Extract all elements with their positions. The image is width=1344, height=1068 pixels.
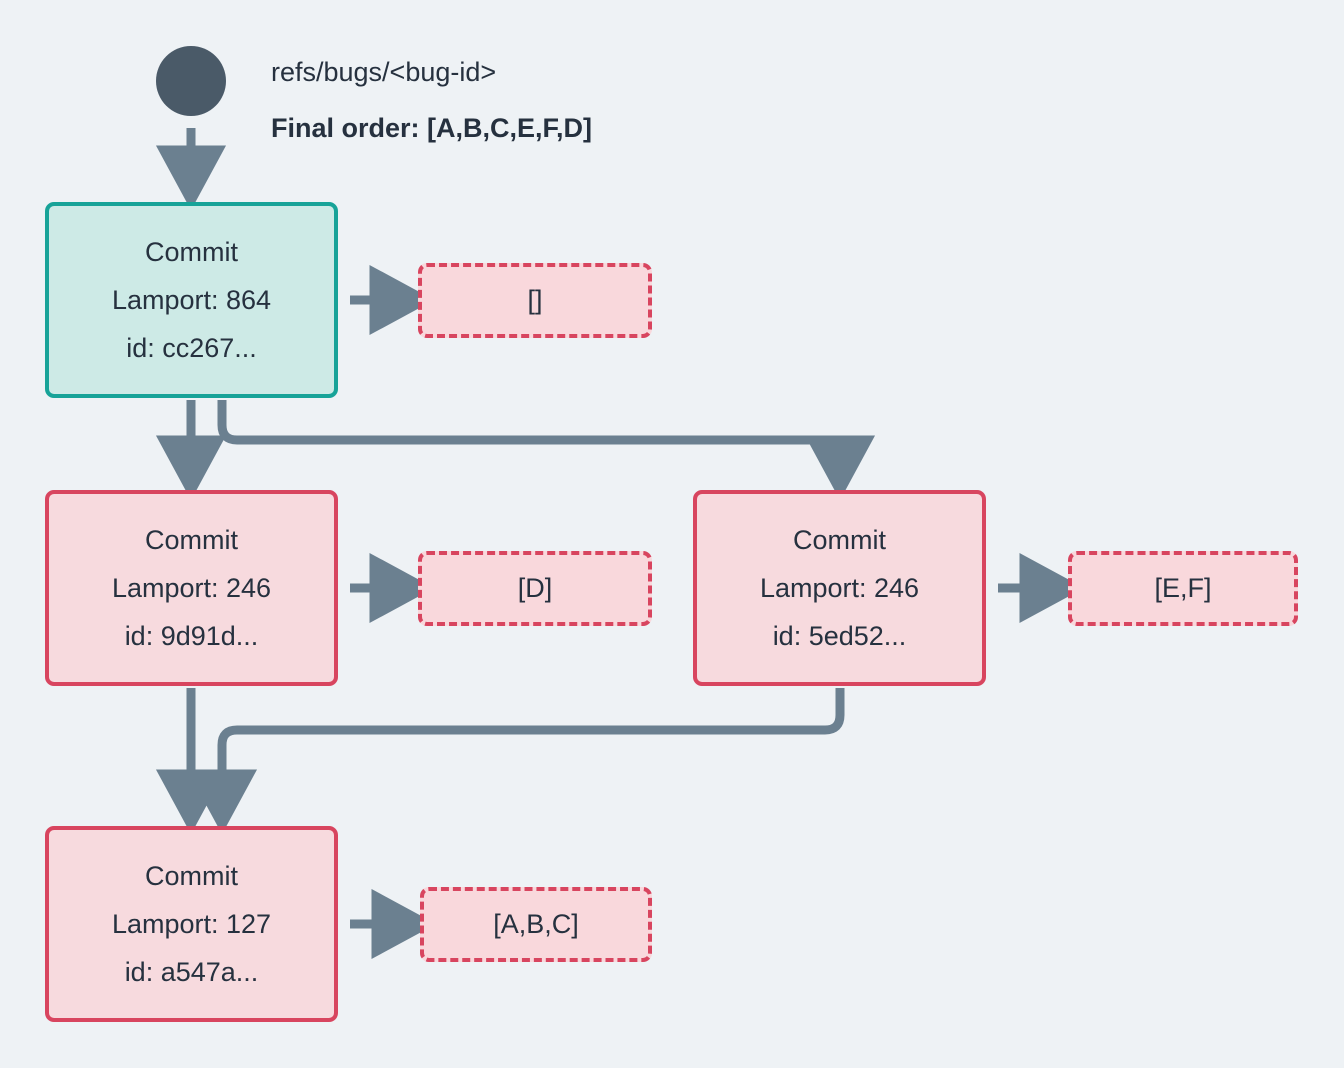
ops-box-a547a[interactable]: [A,B,C] [420,887,652,962]
commit-id: id: 5ed52... [772,621,907,652]
commit-title: Commit [145,524,238,555]
commit-lamport: Lamport: 246 [759,572,920,603]
commit-id: id: 9d91d... [124,621,259,652]
ops-box-cc267[interactable]: [] [418,263,652,338]
edge-5ed52-to-a547a [186,688,845,835]
ops-box-5ed52[interactable]: [E,F] [1068,551,1298,626]
commit-node-a547a[interactable]: Commit Lamport: 127 id: a547a... [45,826,338,1022]
commit-title: Commit [145,236,238,267]
final-order-label: Final order: [A,B,C,E,F,D] [271,113,593,143]
commit-id: id: a547a... [124,957,259,988]
branch-head-marker [156,46,226,116]
commit-node-5ed52[interactable]: Commit Lamport: 246 id: 5ed52... [693,490,986,686]
commit-lamport: Lamport: 127 [111,908,272,939]
edge-cc267-to-5ed52 [217,400,876,501]
commit-node-cc267[interactable]: Commit Lamport: 864 id: cc267... [45,202,338,398]
commit-lamport: Lamport: 246 [111,572,272,603]
commit-title: Commit [793,524,886,555]
commit-title: Commit [145,860,238,891]
ops-box-9d91d[interactable]: [D] [418,551,652,626]
commit-id: id: cc267... [126,333,257,364]
ref-path-label: refs/bugs/<bug-id> [271,57,497,87]
commit-lamport: Lamport: 864 [111,284,272,315]
commit-node-9d91d[interactable]: Commit Lamport: 246 id: 9d91d... [45,490,338,686]
